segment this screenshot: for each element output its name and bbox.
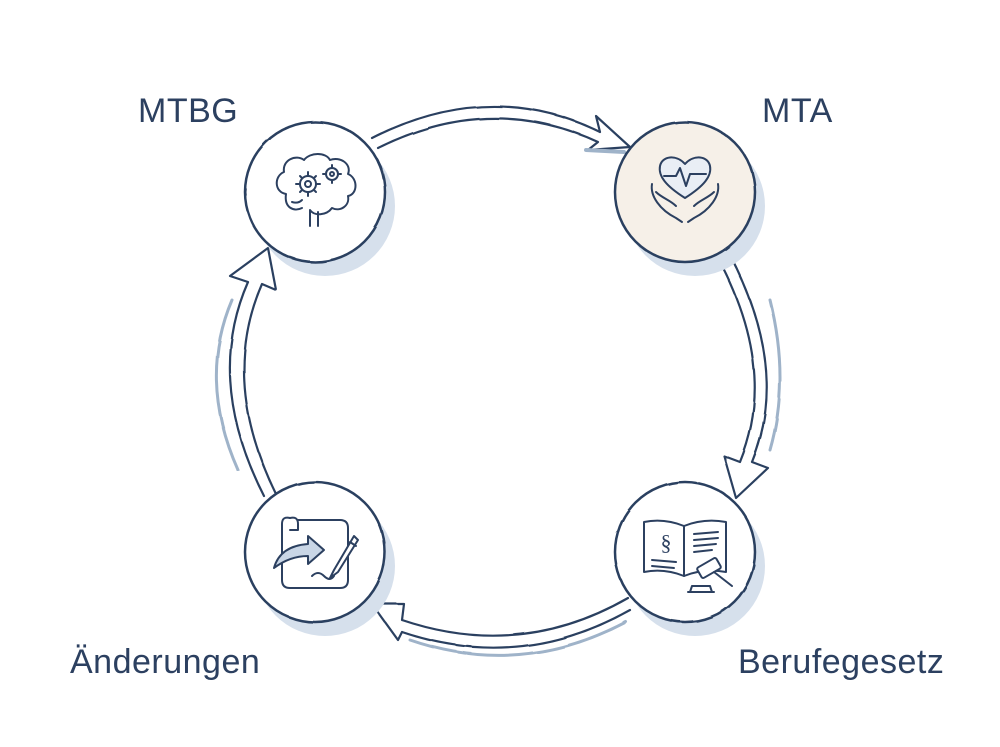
node-aenderungen[interactable] [243, 480, 395, 636]
heart-in-hands-icon [650, 156, 720, 223]
arrow-aenderungen-to-mtbg [214, 246, 278, 498]
label-mtbg: MTBG [138, 92, 239, 130]
arrow-mta-to-berufegesetz [716, 253, 782, 500]
brain-gears-icon [275, 153, 357, 227]
node-berufegesetz[interactable]: § [613, 480, 765, 636]
node-mta[interactable] [613, 120, 765, 276]
label-berufegesetz: Berufegesetz [738, 643, 945, 681]
node-mtbg[interactable] [243, 120, 395, 276]
arrow-mtbg-to-mta [370, 105, 632, 154]
label-aenderungen: Änderungen [70, 643, 261, 681]
arrow-berufegesetz-to-aenderungen [370, 596, 632, 657]
document-change-icon [273, 516, 359, 589]
cycle-arrows [214, 105, 782, 657]
label-mta: MTA [762, 92, 833, 130]
svg-text:§: § [661, 530, 672, 555]
law-book-gavel-icon: § [643, 519, 733, 593]
